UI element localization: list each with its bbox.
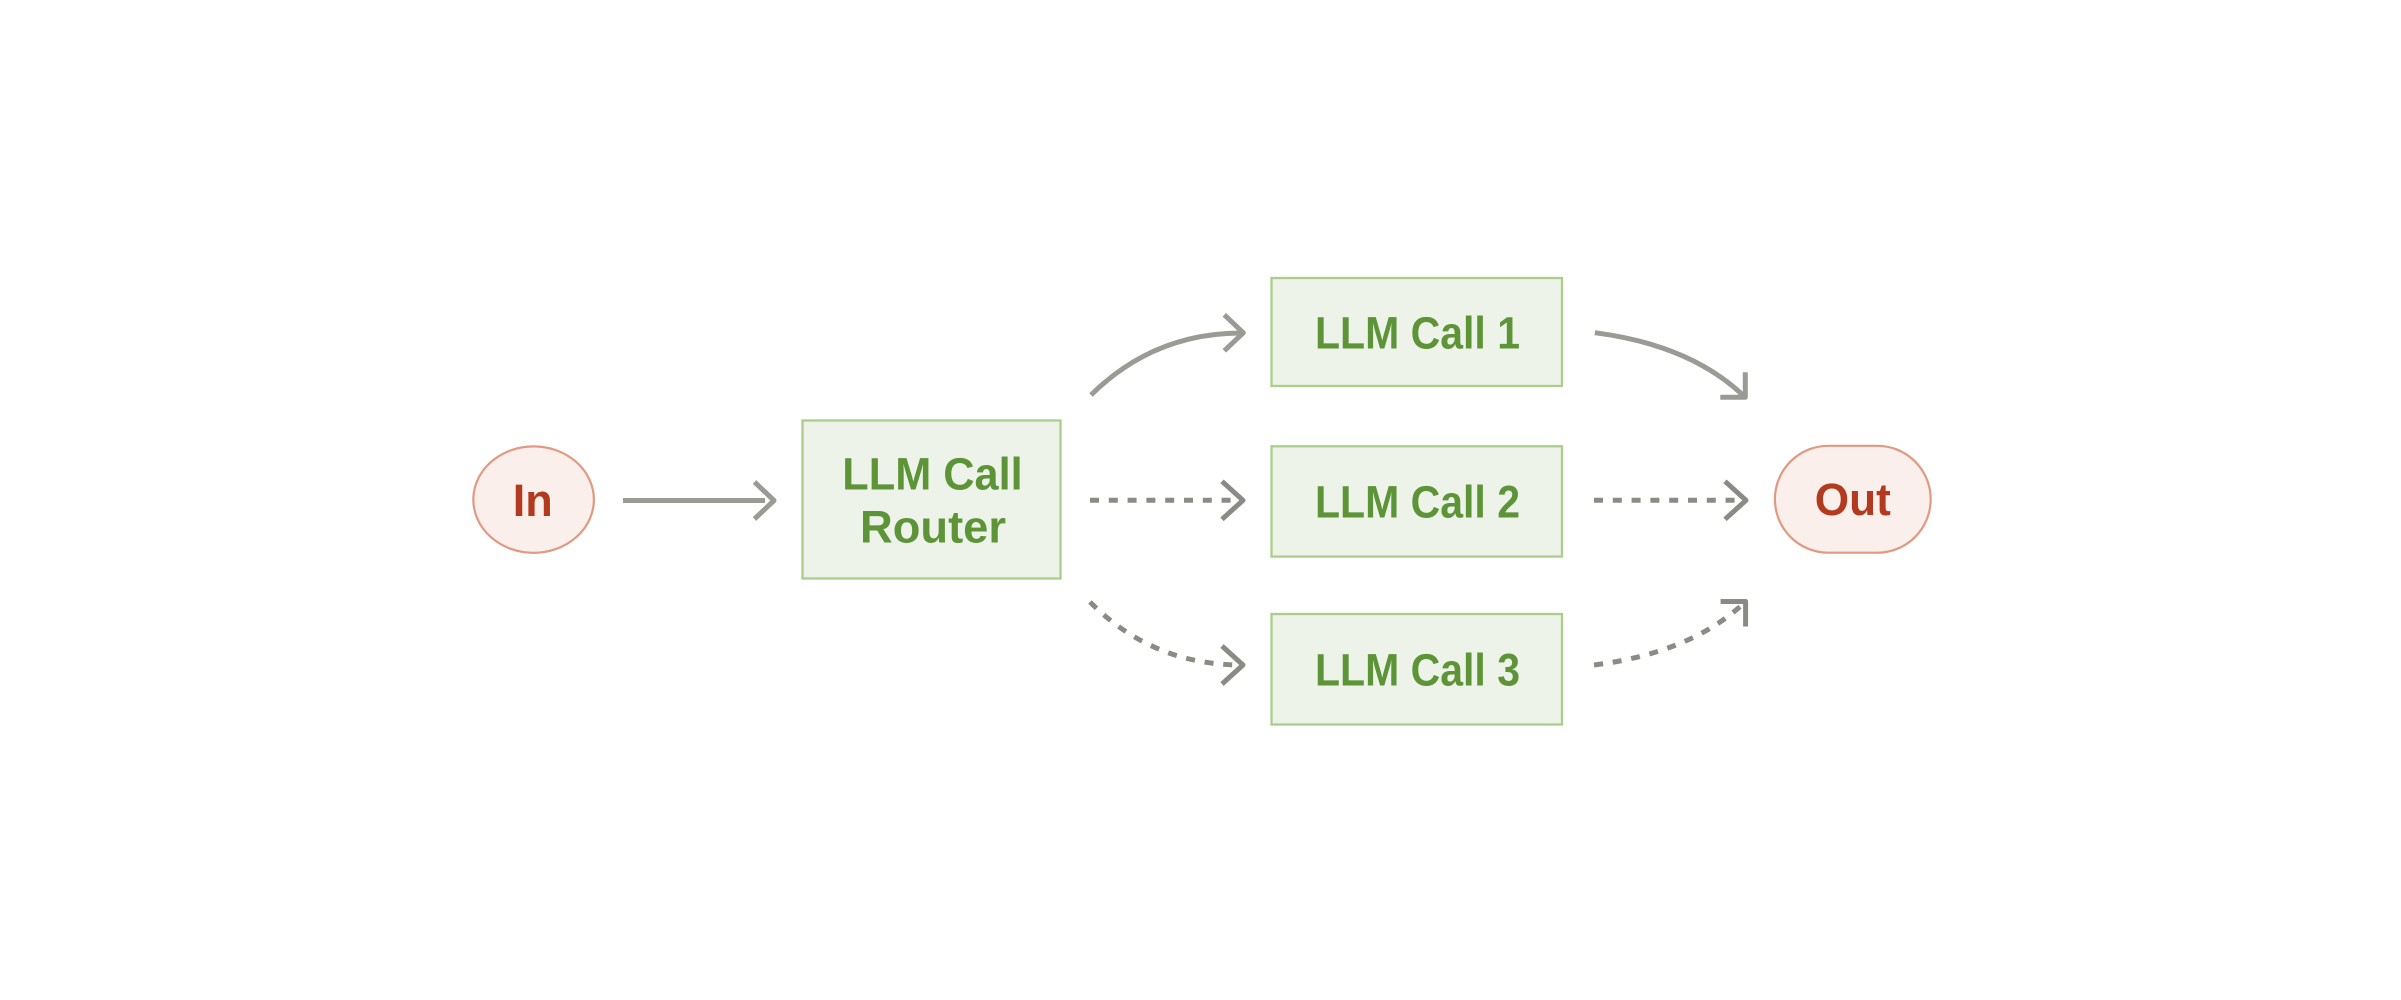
svg-text:In: In	[513, 475, 553, 526]
svg-text:LLM Call: LLM Call	[842, 449, 1022, 500]
svg-text:Router: Router	[860, 502, 1006, 553]
svg-text:LLM Call 3: LLM Call 3	[1315, 645, 1520, 696]
svg-text:Out: Out	[1815, 474, 1891, 525]
svg-text:LLM Call 1: LLM Call 1	[1315, 307, 1520, 358]
svg-text:LLM Call 2: LLM Call 2	[1315, 477, 1520, 528]
